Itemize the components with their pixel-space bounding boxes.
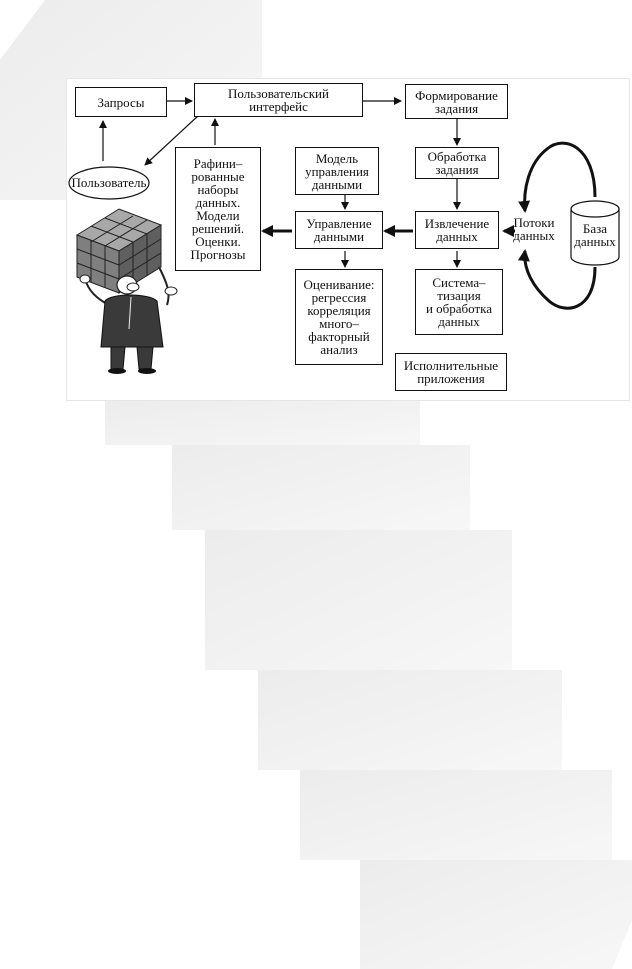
executive-applications-label: Исполнительные приложения (403, 358, 499, 386)
refined-data-label: Рафини– рованные наборы данных. Модели р… (190, 156, 246, 262)
bg-panel (360, 860, 632, 969)
arrow-interface-to-user (144, 114, 200, 166)
refined-data-box: Рафини– рованные наборы данных. Модели р… (175, 147, 261, 271)
evaluation-label: Оценивание: регрессия корреляция много– … (303, 277, 375, 357)
arrow-loop-lower (517, 249, 597, 310)
data-management-label: Управление данными (306, 216, 372, 244)
data-management-model-label: Модель управления данными (305, 150, 369, 192)
task-processing-box: Обработка задания (415, 147, 499, 179)
systematization-label: Система– тизация и обработка данных (425, 275, 493, 329)
requests-box: Запросы (75, 87, 167, 117)
task-processing-label: Обработка задания (427, 149, 487, 177)
database-label: База данных (574, 221, 616, 249)
data-management-box: Управление данными (295, 211, 383, 249)
data-extraction-box: Извлечение данных (415, 211, 499, 249)
data-extraction-label: Извлечение данных (424, 216, 490, 244)
user-interface-label: Пользовательский интерфейс (228, 86, 329, 114)
bg-panel (258, 670, 562, 770)
bg-panel (300, 770, 612, 860)
diagram-arrows (68, 97, 620, 374)
executive-applications-box: Исполнительные приложения (395, 353, 507, 391)
data-streams-label: Потоки данных (513, 215, 555, 243)
data-flow-diagram: Запросы Пользовательский интерфейс Форми… (66, 78, 630, 401)
evaluation-box: Оценивание: регрессия корреляция много– … (295, 269, 383, 365)
man-with-cube-illustration (75, 208, 178, 374)
database-cylinder-icon (570, 200, 620, 266)
bg-panel (172, 445, 470, 530)
systematization-box: Система– тизация и обработка данных (415, 269, 503, 335)
requests-label: Запросы (97, 94, 145, 110)
task-formation-box: Формирование задания (405, 84, 508, 119)
user-ellipse (68, 166, 150, 200)
bg-panel (205, 530, 512, 670)
user-label: Пользователь (71, 175, 147, 190)
user-interface-box: Пользовательский интерфейс (194, 83, 363, 117)
data-management-model-box: Модель управления данными (295, 147, 379, 195)
arrow-loop-upper (518, 141, 597, 213)
task-formation-label: Формирование задания (415, 87, 498, 116)
bg-panel (105, 400, 420, 445)
